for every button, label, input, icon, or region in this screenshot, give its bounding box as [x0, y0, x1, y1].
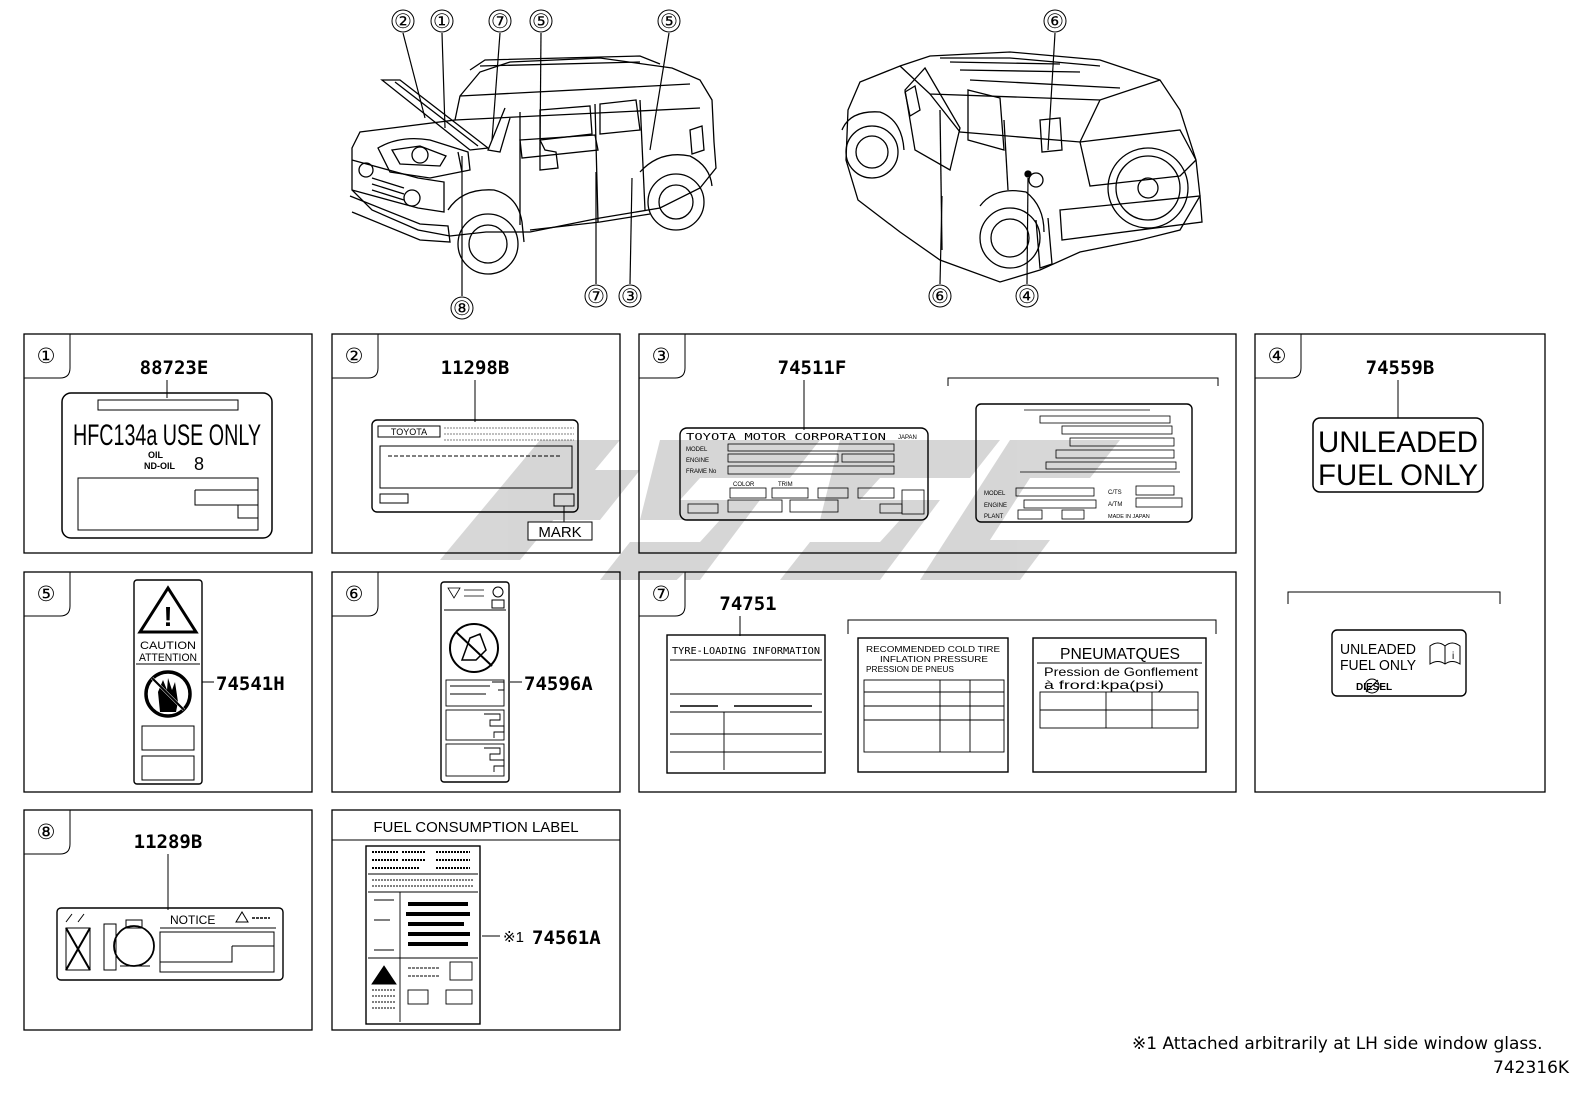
panel-8-part-number: 11289B	[134, 831, 203, 853]
panel-2-content: 11298B TOYOTA MARK	[371, 357, 593, 541]
svg-text:TRIM: TRIM	[778, 482, 793, 488]
panel-3-part-number: 74511F	[778, 357, 847, 379]
vehicle-callouts: ② ① ⑦ ⑤ ⑤ ⑧ ⑦ ③ ⑥ ⑥ ④	[391, 9, 1067, 320]
svg-text:NOTICE: NOTICE	[170, 913, 215, 927]
svg-text:C/TS: C/TS	[1108, 490, 1122, 496]
panel-2-part-number: 11298B	[441, 357, 510, 379]
callout-8-bottom: ⑧	[453, 298, 471, 320]
svg-text:CAUTION: CAUTION	[140, 640, 196, 652]
svg-text:INFLATION PRESSURE: INFLATION PRESSURE	[880, 654, 988, 664]
callout-leaders	[402, 32, 1056, 296]
vehicle-front-view	[349, 55, 717, 275]
callout-1-top: ①	[433, 11, 451, 33]
callout-4-bottom: ④	[1018, 286, 1036, 308]
panel-4-content: 74559B UNLEADED FUEL ONLY UNLEADED FUEL …	[1287, 357, 1501, 697]
panel-7-part-number: 74751	[719, 593, 776, 615]
panel-5-part-number: 74541H	[216, 673, 285, 695]
panel-8-number: ⑧	[37, 821, 56, 844]
panel-8-content: 11289B NOTICE	[56, 831, 284, 981]
panel-6-part-number: 74596A	[524, 673, 593, 695]
svg-text:ATTENTION: ATTENTION	[139, 652, 197, 664]
svg-text:MODEL: MODEL	[984, 491, 1006, 497]
panel-callouts: ① ② ③ ④ ⑤ ⑥ ⑦ ⑧	[24, 334, 1302, 855]
watermark-logo	[440, 440, 1120, 580]
panel-3-frame	[638, 333, 1237, 554]
svg-text:ND-OIL: ND-OIL	[144, 461, 175, 471]
diagram-code: 742316K	[1493, 1058, 1570, 1078]
svg-text:PLANT: PLANT	[984, 514, 1004, 520]
svg-text:8: 8	[194, 454, 204, 474]
panel-5-number: ⑤	[37, 583, 56, 606]
svg-text:TOYOTA MOTOR CORPORATION: TOYOTA MOTOR CORPORATION	[686, 432, 886, 443]
oil-reservoir-icon	[113, 925, 155, 967]
svg-text:UNLEADED: UNLEADED	[1340, 641, 1416, 658]
callout-7-bottom: ⑦	[587, 286, 605, 308]
svg-text:à frord:kpa(psi): à frord:kpa(psi)	[1044, 678, 1164, 692]
svg-text:TOYOTA: TOYOTA	[391, 427, 427, 437]
panel-6-frame	[331, 571, 621, 793]
panel-2-number: ②	[345, 345, 364, 368]
info-icon: i	[1452, 651, 1454, 662]
svg-text:A/TM: A/TM	[1108, 502, 1122, 508]
fuel-consumption-title: FUEL CONSUMPTION LABEL	[373, 819, 578, 836]
panel-1-number: ①	[37, 345, 56, 368]
svg-text:ENGINE: ENGINE	[984, 503, 1007, 509]
panel-7-frame	[638, 571, 1237, 793]
panel-1-frame	[23, 333, 313, 554]
svg-text:TYRE-LOADING INFORMATION: TYRE-LOADING INFORMATION	[672, 646, 820, 657]
panel-1-content: 88723E HFC134a USE ONLY OIL ND-OIL 8	[61, 357, 273, 539]
svg-text:MODEL: MODEL	[686, 447, 708, 453]
mark-label: MARK	[538, 524, 581, 541]
panel-5-content: ! CAUTION ATTENTION 74541H	[133, 579, 285, 785]
callout-7-top: ⑦	[491, 11, 509, 33]
hfc-label-text: HFC134a USE ONLY	[73, 419, 261, 452]
panel-6-content: 74596A	[440, 581, 593, 783]
panel-8-frame	[23, 809, 313, 1031]
svg-text:Pression de Gonflement: Pression de Gonflement	[1044, 665, 1199, 679]
panel-7-number: ⑦	[652, 583, 671, 606]
caution-triangle-icon	[235, 911, 249, 923]
panel-7-content: 74751 TYRE-LOADING INFORMATION RECOMMEND…	[666, 593, 1217, 774]
panel-3-number: ③	[652, 345, 671, 368]
panel-9-frame	[331, 809, 621, 1031]
airbag-icon	[460, 633, 487, 661]
panel-4-part-number: 74559B	[1366, 357, 1435, 379]
panel-9-content: FUEL CONSUMPTION LABEL ※1 74561A	[332, 819, 620, 1025]
footnote: ※1 Attached arbitrarily at LH side windo…	[1132, 1034, 1543, 1054]
vehicle-rear-view	[841, 51, 1203, 283]
panel-1-part-number: 88723E	[140, 357, 209, 379]
panel-5-frame	[23, 571, 313, 793]
callout-6-bottom: ⑥	[931, 286, 949, 308]
svg-text:UNLEADED: UNLEADED	[1318, 426, 1478, 459]
callout-5-top-a: ⑤	[532, 11, 550, 33]
svg-text:MADE IN JAPAN: MADE IN JAPAN	[1108, 514, 1150, 520]
panel-9-ref-mark: ※1	[503, 929, 524, 946]
callout-3-bottom: ③	[621, 286, 639, 308]
warning-icon: !	[163, 601, 172, 632]
svg-text:COLOR: COLOR	[733, 482, 755, 488]
panel-6-number: ⑥	[345, 583, 364, 606]
panel-3-content: 74511F TOYOTA MOTOR CORPORATION JAPAN MO…	[679, 357, 1219, 523]
svg-text:FUEL ONLY: FUEL ONLY	[1340, 657, 1416, 674]
svg-text:DIESEL: DIESEL	[1356, 682, 1392, 693]
callout-2-top: ②	[394, 11, 412, 33]
svg-text:RECOMMENDED COLD TIRE: RECOMMENDED COLD TIRE	[866, 644, 1000, 654]
svg-text:PNEUMATQUES: PNEUMATQUES	[1060, 646, 1180, 663]
panel-4-number: ④	[1268, 345, 1287, 368]
panel-2-frame	[331, 333, 621, 554]
panel-4-frame	[1254, 333, 1546, 793]
svg-text:JAPAN: JAPAN	[898, 435, 917, 441]
svg-text:FUEL ONLY: FUEL ONLY	[1318, 459, 1478, 492]
panel-9-part-number: 74561A	[532, 927, 601, 949]
svg-text:FRAME No: FRAME No	[686, 469, 717, 475]
callout-6-top: ⑥	[1046, 11, 1064, 33]
svg-text:ENGINE: ENGINE	[686, 458, 709, 464]
svg-text:PRESSION DE PNEUS: PRESSION DE PNEUS	[866, 664, 954, 674]
svg-text:OIL: OIL	[148, 450, 164, 460]
callout-5-top-b: ⑤	[660, 11, 678, 33]
